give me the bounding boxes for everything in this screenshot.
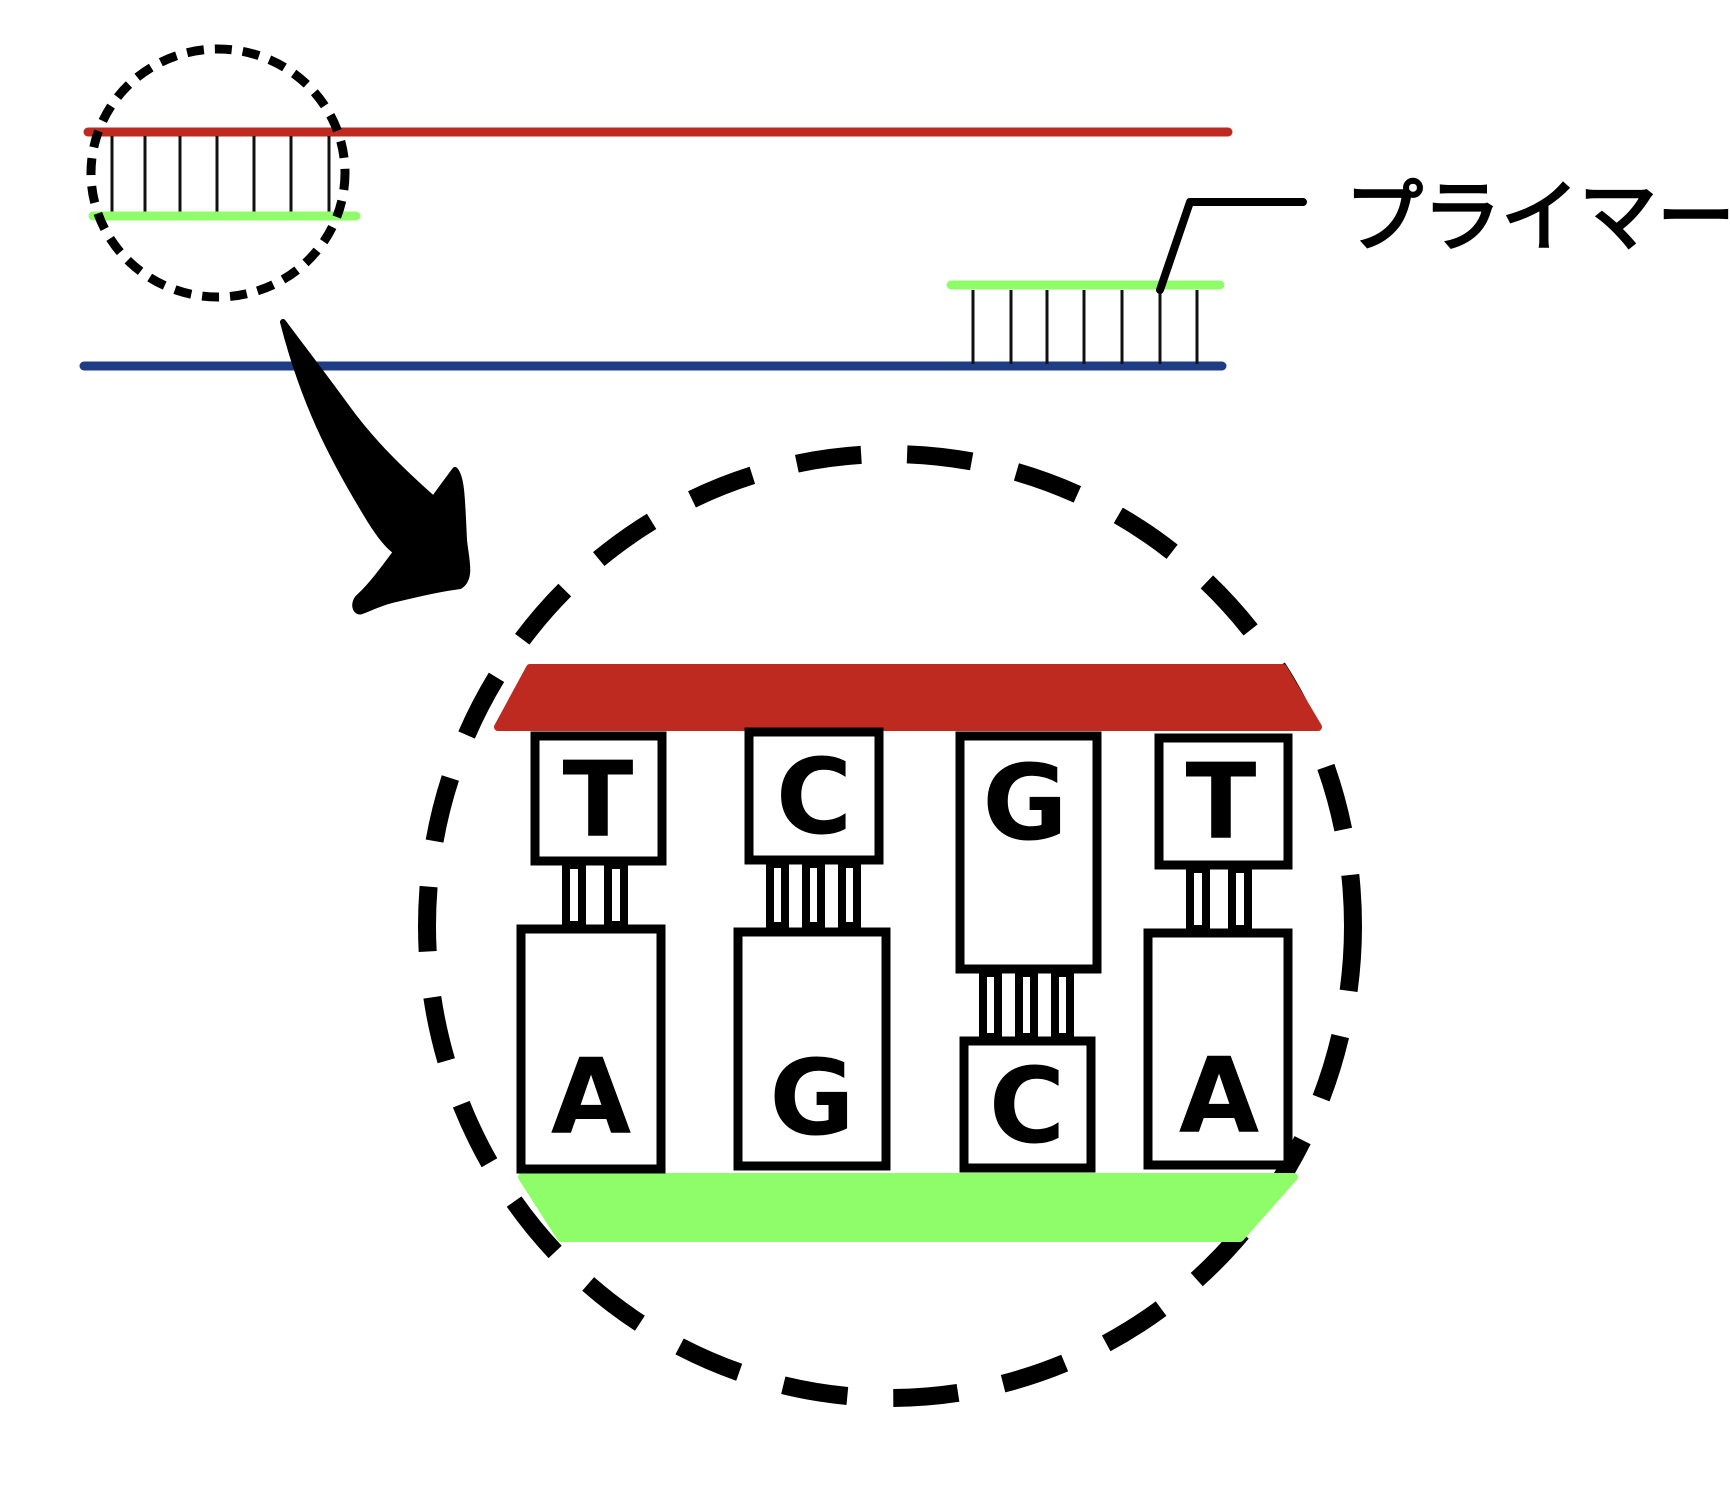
base-box-bottom (733, 927, 891, 1171)
zoom-arrow (280, 319, 471, 615)
base-box-top (1154, 733, 1293, 870)
hydrogen-bond (838, 860, 861, 930)
hydrogen-bond (802, 860, 825, 930)
base-letter-top: T (1186, 741, 1257, 863)
base-letter-top: G (982, 742, 1067, 864)
base-box-top (530, 731, 667, 866)
base-letter-top: T (563, 739, 634, 861)
zoom-detail-circle (418, 445, 1362, 1407)
primer-callout-line (1156, 198, 1307, 294)
base-box-bottom (516, 924, 666, 1174)
base-letter-bottom: C (989, 1045, 1065, 1167)
primer-label: プライマー (1345, 173, 1730, 263)
base-box-bottom (959, 1036, 1096, 1173)
hydrogen-bond (1015, 969, 1038, 1041)
zoom-source-circle (86, 44, 350, 302)
hydrogen-bond (1186, 865, 1210, 933)
base-letter-top: C (776, 736, 852, 858)
arrow-head (352, 467, 471, 615)
base-letter-bottom: G (769, 1037, 854, 1159)
base-letter-bottom: A (1179, 1035, 1260, 1157)
hydrogen-bond (766, 860, 789, 930)
hydrogen-bond (1051, 969, 1074, 1041)
base-pair-2: C G (733, 727, 891, 1171)
right-primer-binding (946, 280, 1225, 364)
left-primer-binding (88, 136, 361, 221)
hydrogen-bond (979, 969, 1002, 1041)
overview-dna: プライマー (79, 44, 1730, 371)
primer-strand-band (518, 1173, 1298, 1242)
template-strand-band (494, 664, 1322, 731)
base-box-bottom (1143, 928, 1293, 1170)
hydrogen-bond (1228, 865, 1252, 933)
base-letter-bottom: A (551, 1036, 632, 1158)
hydrogen-bond (562, 861, 586, 929)
base-pair-1: T A (516, 731, 667, 1174)
base-pair-4: T A (1143, 733, 1293, 1170)
zoom-detail: T A C G G C T (418, 445, 1362, 1407)
base-pair-3: G C (955, 731, 1102, 1173)
hydrogen-bond (604, 861, 628, 929)
